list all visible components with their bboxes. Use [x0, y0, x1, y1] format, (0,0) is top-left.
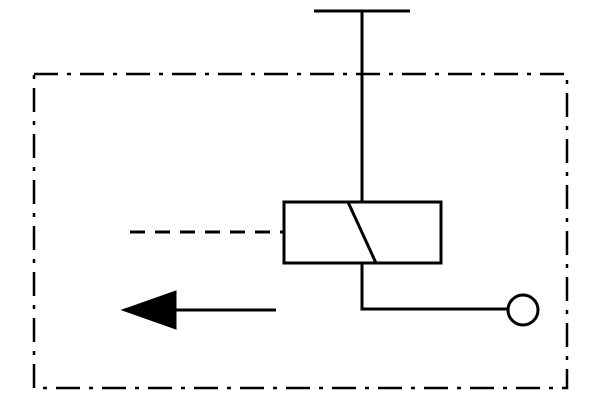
- terminal-circle: [506, 293, 540, 327]
- direction-arrow-head: [120, 290, 177, 330]
- enclosure-boundary: [32, 72, 569, 390]
- contact-diagonal: [346, 201, 378, 264]
- output-conductor: [360, 263, 508, 311]
